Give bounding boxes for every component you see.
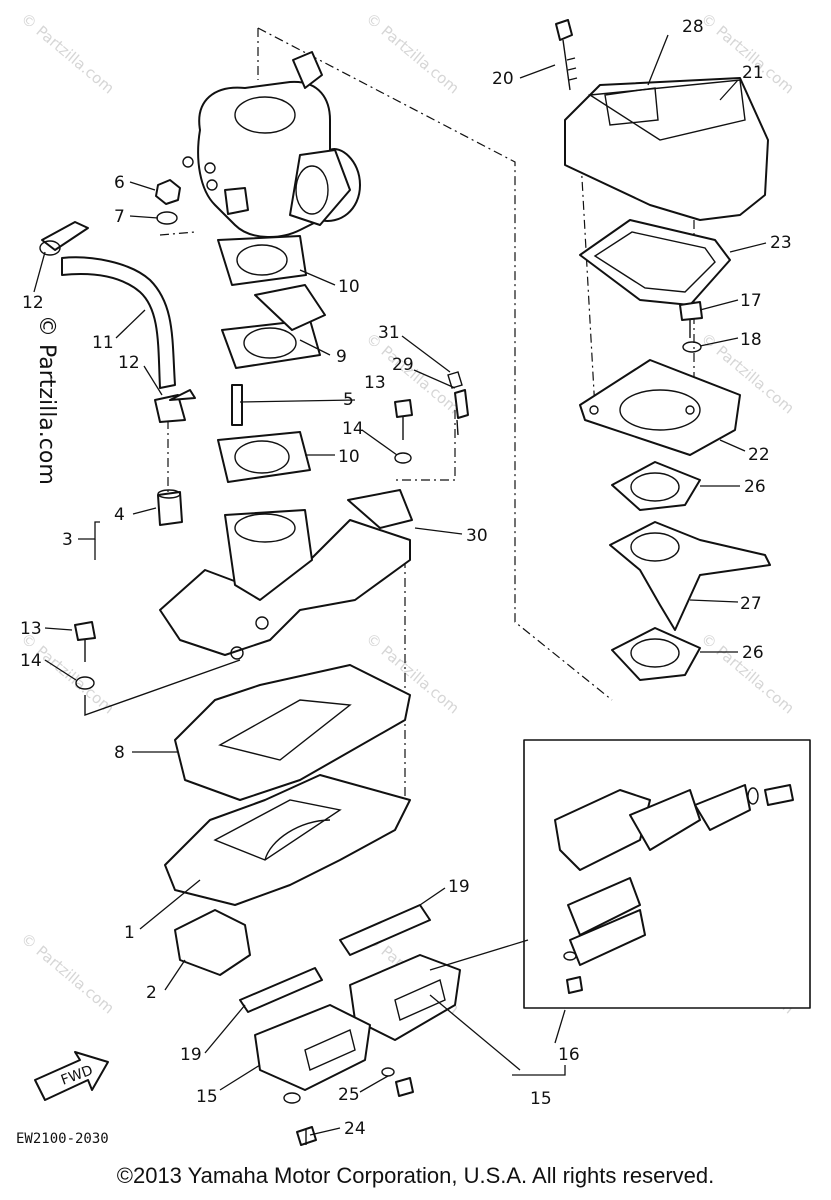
dash-dot-guides: [159, 27, 695, 800]
watermark-vertical: © Partzilla.com: [34, 315, 59, 485]
callout-1: 1: [124, 923, 135, 943]
watermark-text: © Partzilla.com: [17, 929, 117, 1017]
watermark-text: © Partzilla.com: [17, 9, 117, 97]
lower-gasket: [174, 909, 251, 976]
callout-27: 27: [740, 594, 762, 614]
carburetor-body: [182, 51, 361, 238]
callout-15: 15: [530, 1089, 552, 1109]
callout-20: 20: [492, 69, 514, 89]
callout-12: 12: [22, 293, 44, 313]
callout-2: 2: [146, 983, 157, 1003]
callout-24: 24: [344, 1119, 366, 1139]
callout-8: 8: [114, 743, 125, 763]
callout-13: 13: [20, 619, 42, 639]
fuel-hose: [39, 221, 196, 423]
callout-28: 28: [682, 17, 704, 37]
reed-screws: [283, 1067, 414, 1146]
callout-4: 4: [114, 505, 125, 525]
callout-30: 30: [466, 526, 488, 546]
callout-19: 19: [180, 1045, 202, 1065]
callout-13: 13: [364, 373, 386, 393]
callout-16: 16: [558, 1045, 580, 1065]
callout-26: 26: [742, 643, 764, 663]
watermark-text: © Partzilla.com: [362, 9, 462, 97]
reed-valve-body: [164, 774, 411, 906]
callout-18: 18: [740, 330, 762, 350]
stud-bolt: [447, 371, 469, 436]
flange-gaskets: [609, 461, 771, 681]
callout-31: 31: [378, 323, 400, 343]
callout-26: 26: [744, 477, 766, 497]
spacer: [157, 489, 183, 526]
air-box-cover: [564, 77, 769, 221]
callout-11: 11: [92, 333, 114, 353]
callout-10: 10: [338, 277, 360, 297]
callout-12: 12: [118, 353, 140, 373]
forward-arrow: FWD: [34, 1051, 109, 1101]
reed-assembly-inset: [523, 739, 811, 1009]
cover-gasket: [579, 219, 731, 306]
callout-14: 14: [342, 419, 364, 439]
callout-23: 23: [770, 233, 792, 253]
callout-25: 25: [338, 1085, 360, 1105]
reed-gaskets: [239, 904, 431, 1013]
reed-valve-gasket: [174, 664, 411, 801]
callout-15: 15: [196, 1087, 218, 1107]
callout-3: 3: [62, 530, 73, 550]
callout-17: 17: [740, 291, 762, 311]
callout-10: 10: [338, 447, 360, 467]
callout-29: 29: [392, 355, 414, 375]
callout-21: 21: [742, 63, 764, 83]
bracket: [347, 489, 413, 529]
screw-and-washer: [679, 301, 703, 353]
upper-gaskets: [217, 235, 326, 483]
callout-7: 7: [114, 207, 125, 227]
callout-14: 14: [20, 651, 42, 671]
bolts: [74, 399, 413, 716]
callout-labels: 28 21 20 6 7 23 12 10 17 18 11 31 9 29 1…: [20, 17, 792, 1139]
air-box-base: [579, 359, 741, 456]
watermark-text: © Partzilla.com: [17, 629, 117, 717]
callout-9: 9: [336, 347, 347, 367]
leader-lines: [33, 34, 767, 1136]
reed-valve-cages: [254, 954, 461, 1091]
diagram-code: EW2100-2030: [16, 1131, 109, 1147]
callout-19: 19: [448, 877, 470, 897]
nut-and-washer: [155, 179, 181, 225]
cover-bolt: [555, 19, 578, 91]
copyright-notice: ©2013 Yamaha Motor Corporation, U.S.A. A…: [116, 1163, 715, 1188]
intake-manifold: [159, 509, 411, 660]
callout-6: 6: [114, 173, 125, 193]
callout-22: 22: [748, 445, 770, 465]
callout-5: 5: [343, 390, 354, 410]
